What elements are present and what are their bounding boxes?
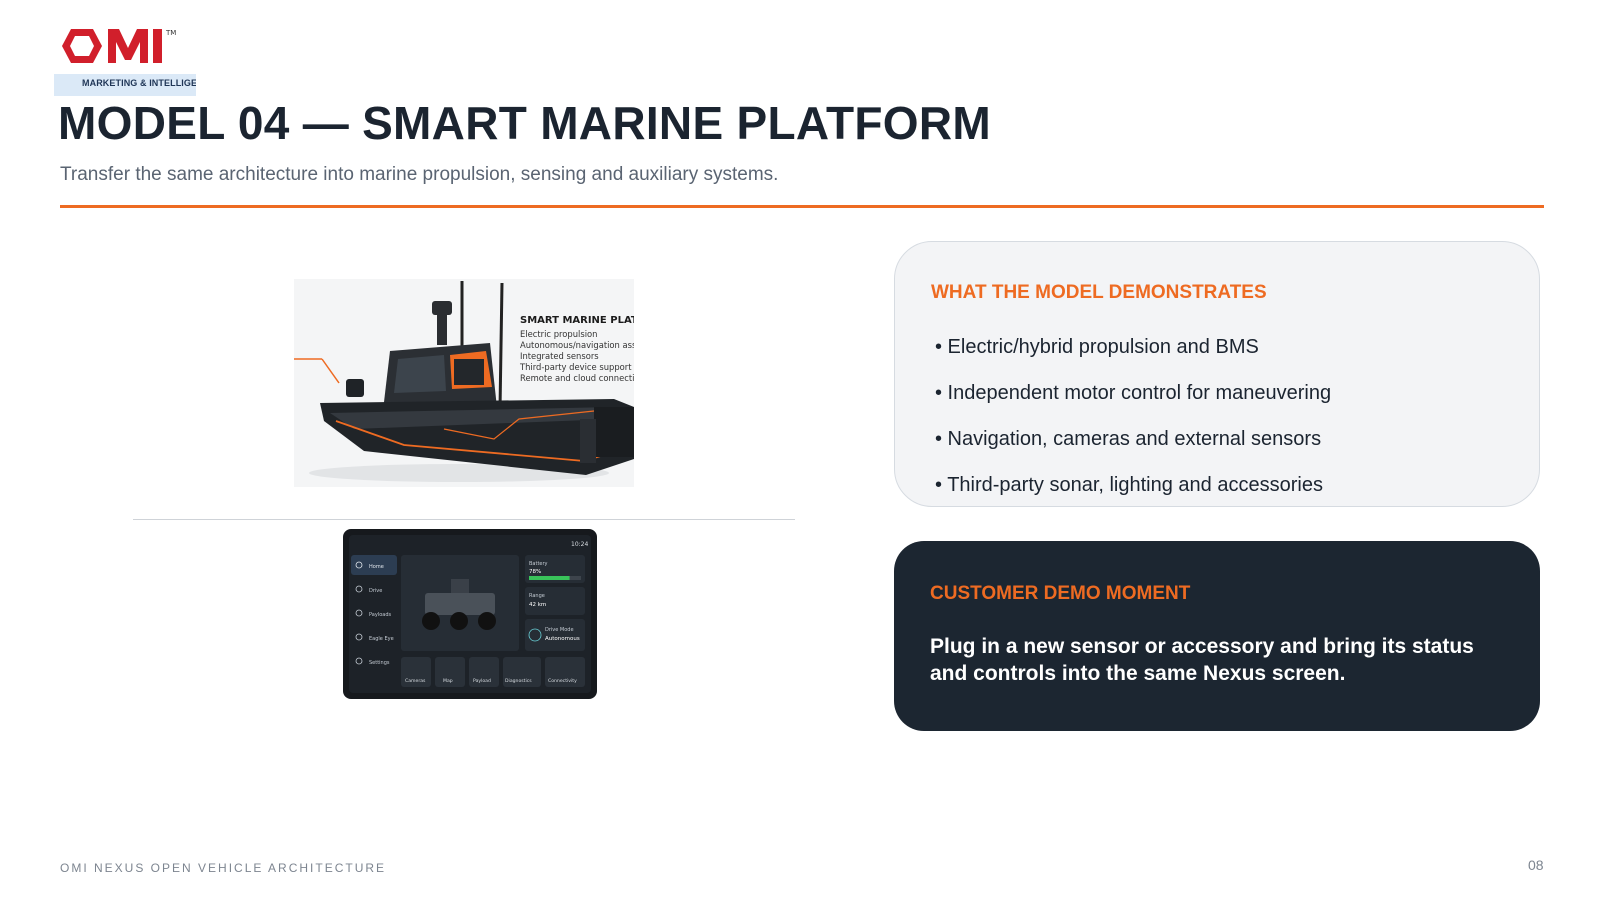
boat-illustration: SMART MARINE PLATF Electric propulsion A… bbox=[294, 279, 634, 487]
tablet-nav-item: Home bbox=[369, 564, 384, 570]
tablet-nav-item: Eagle Eye bbox=[369, 636, 394, 642]
tablet-range-label: Range bbox=[529, 593, 545, 599]
list-item: • Independent motor control for maneuver… bbox=[935, 382, 1332, 404]
boat-caption-item: Electric propulsion bbox=[520, 329, 597, 339]
list-item: • Third-party sonar, lighting and access… bbox=[935, 474, 1323, 496]
demo-moment-heading: CUSTOMER DEMO MOMENT bbox=[930, 583, 1191, 604]
demonstrates-heading: WHAT THE MODEL DEMONSTRATES bbox=[931, 282, 1267, 303]
demo-moment-panel: CUSTOMER DEMO MOMENT Plug in a new senso… bbox=[894, 541, 1540, 731]
tablet-nav-item: Drive bbox=[369, 588, 382, 594]
tablet-nav-item: Settings bbox=[369, 660, 390, 666]
tablet-bottom-button: Map bbox=[443, 678, 453, 684]
demonstrates-panel: WHAT THE MODEL DEMONSTRATES • Electric/h… bbox=[894, 241, 1540, 507]
image-divider bbox=[133, 519, 795, 520]
demonstrates-list: • Electric/hybrid propulsion and BMS • I… bbox=[935, 334, 1332, 506]
omi-logo-mark: TM bbox=[62, 29, 176, 63]
boat-caption-item: Autonomous/navigation ass bbox=[520, 340, 634, 350]
tablet-bottom-button: Cameras bbox=[405, 678, 426, 684]
nexus-tablet-image: 10:24 Home Drive Payloads Eagle Eye Sett… bbox=[331, 529, 598, 699]
logo-tagline: MARKETING & INTELLIGEN bbox=[82, 78, 196, 88]
trademark-mark: TM bbox=[165, 29, 176, 37]
boat-caption-item: Remote and cloud connectiv bbox=[520, 373, 634, 383]
tablet-bottom-button: Payload bbox=[473, 678, 491, 684]
boat-caption-title: SMART MARINE PLATF bbox=[520, 315, 634, 326]
page-number: 08 bbox=[1528, 857, 1544, 873]
boat-caption-item: Third-party device support bbox=[519, 362, 632, 372]
tablet-time: 10:24 bbox=[571, 541, 588, 548]
tablet-nav-item: Payloads bbox=[369, 612, 391, 618]
tablet-battery-value: 78% bbox=[529, 569, 541, 575]
tablet-drive-mode-label: Drive Mode bbox=[545, 627, 574, 633]
logo-tagline-band: MARKETING & INTELLIGEN bbox=[54, 74, 196, 96]
tablet-range-value: 42 km bbox=[529, 602, 546, 608]
tablet-battery-label: Battery bbox=[529, 561, 548, 567]
tablet-bottom-button: Diagnostics bbox=[505, 678, 532, 684]
omi-logo: TM MARKETING & INTELLIGEN bbox=[54, 20, 196, 98]
list-item: • Electric/hybrid propulsion and BMS bbox=[935, 336, 1259, 358]
footer-label: OMI NEXUS OPEN VEHICLE ARCHITECTURE bbox=[60, 861, 387, 875]
tablet-battery-fill bbox=[529, 576, 570, 580]
tablet-bottom-button: Connectivity bbox=[548, 678, 577, 684]
demo-moment-text: Plug in a new sensor or accessory and br… bbox=[930, 635, 1474, 685]
tablet-illustration: 10:24 Home Drive Payloads Eagle Eye Sett… bbox=[343, 529, 597, 699]
header-rule bbox=[60, 205, 1544, 208]
page-subtitle: Transfer the same architecture into mari… bbox=[60, 164, 779, 185]
boat-caption-item: Integrated sensors bbox=[520, 351, 599, 361]
page-title: MODEL 04 — SMART MARINE PLATFORM bbox=[58, 97, 992, 149]
tablet-drive-mode-value: Autonomous bbox=[545, 636, 580, 642]
list-item: • Navigation, cameras and external senso… bbox=[935, 428, 1322, 450]
marine-platform-image: SMART MARINE PLATF Electric propulsion A… bbox=[294, 279, 634, 487]
